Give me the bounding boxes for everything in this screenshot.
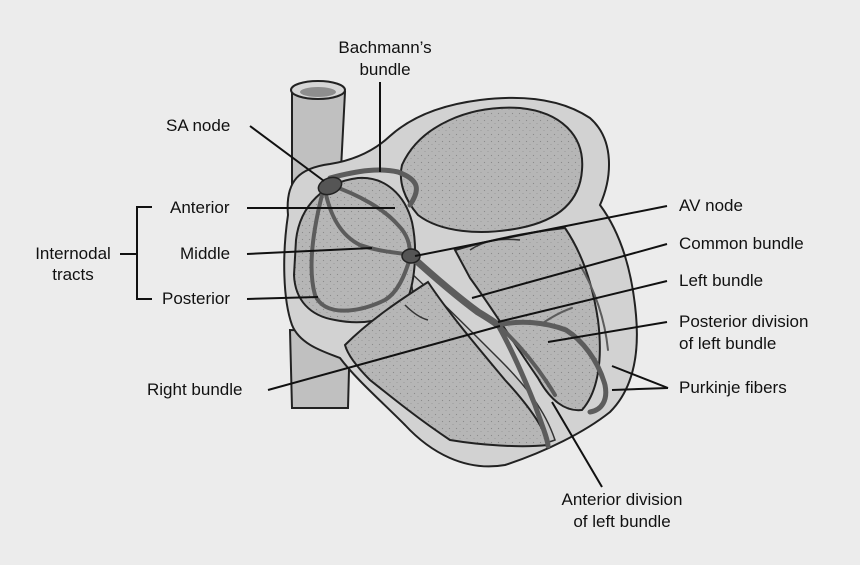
label-bachmanns-line1: Bachmann’s xyxy=(338,38,431,57)
label-sa-node: SA node xyxy=(166,116,230,135)
label-posterior: Posterior xyxy=(162,289,230,308)
label-purkinje-fibers: Purkinje fibers xyxy=(679,378,787,397)
label-internodal-line2: tracts xyxy=(52,265,94,284)
label-middle: Middle xyxy=(180,244,230,263)
heart-illustration xyxy=(284,81,637,466)
internodal-bracket xyxy=(120,207,152,299)
label-anterior: Anterior xyxy=(170,198,230,217)
label-left-bundle: Left bundle xyxy=(679,271,763,290)
label-right-bundle: Right bundle xyxy=(147,380,242,399)
label-av-node: AV node xyxy=(679,196,743,215)
label-bachmanns-line2: bundle xyxy=(359,60,410,79)
label-anterior-division-line1: Anterior division xyxy=(562,490,683,509)
label-anterior-division-line2: of left bundle xyxy=(573,512,670,531)
label-common-bundle: Common bundle xyxy=(679,234,804,253)
label-posterior-division-line1: Posterior division xyxy=(679,312,808,331)
label-internodal-line1: Internodal xyxy=(35,244,111,263)
label-posterior-division-line2: of left bundle xyxy=(679,334,776,353)
